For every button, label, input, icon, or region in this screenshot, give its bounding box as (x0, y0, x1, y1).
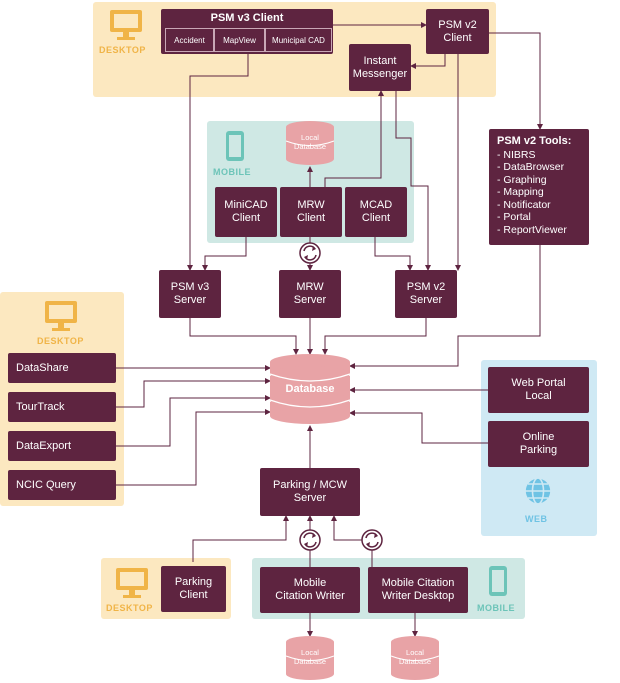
local-database-top-label: Local Database (293, 133, 327, 151)
tool-item: - Mapping (497, 186, 544, 198)
tool-item: - Portal (497, 211, 531, 223)
web-portal-local: Web Portal Local (488, 367, 589, 413)
sync-icon-mcw-desktop (361, 529, 383, 551)
mrw-client: MRW Client (280, 187, 342, 237)
parking-mcw-server: Parking / MCW Server (260, 468, 360, 516)
globe-icon (524, 477, 552, 505)
psm-v2-server: PSM v2 Server (395, 270, 457, 318)
tool-item: - DataBrowser (497, 161, 565, 173)
datashare-app: DataShare (8, 353, 116, 383)
tool-item: - NIBRS (497, 148, 536, 161)
instant-messenger: Instant Messenger (349, 44, 411, 91)
psm-v2-client: PSM v2 Client (426, 9, 489, 54)
database-label: Database (285, 383, 335, 395)
local-database-bl-label: Local Database (293, 648, 327, 666)
ncic-query-app: NCIC Query (8, 470, 116, 500)
desktop-tag-left: DESKTOP (37, 336, 84, 346)
tool-item: - ReportViewer (497, 223, 567, 236)
psm-v2-tools-title: PSM v2 Tools: (497, 135, 572, 147)
module-municipal-cad: Municipal CAD (265, 28, 332, 52)
mobile-tag-bottom: MOBILE (477, 603, 515, 613)
mrw-server: MRW Server (279, 270, 341, 318)
sync-icon-mcw (299, 529, 321, 551)
mcad-client: MCAD Client (345, 187, 407, 237)
dataexport-app: DataExport (8, 431, 116, 461)
online-parking: Online Parking (488, 421, 589, 467)
tool-item: - Notificator (497, 198, 551, 211)
phone-icon-bottom (489, 566, 507, 596)
monitor-icon-top (110, 10, 142, 40)
database-cylinder (270, 354, 350, 424)
minicad-client: MiniCAD Client (215, 187, 277, 237)
parking-client: Parking Client (161, 566, 226, 612)
desktop-tag-bottom: DESKTOP (106, 603, 153, 613)
web-tag: WEB (525, 514, 548, 524)
phone-icon-top (226, 131, 244, 161)
psm-v3-server: PSM v3 Server (159, 270, 221, 318)
tool-item: - Graphing (497, 173, 547, 186)
mobile-citation-writer: Mobile Citation Writer (260, 567, 360, 613)
monitor-icon-bottom (116, 568, 148, 598)
psm-v3-client-title: PSM v3 Client (210, 12, 284, 24)
mobile-tag-top: MOBILE (213, 167, 251, 177)
module-accident: Accident (165, 28, 214, 52)
sync-icon-mrw (299, 242, 321, 264)
psm-v2-tools: PSM v2 Tools: - NIBRS - DataBrowser - Gr… (489, 129, 589, 245)
monitor-icon-left (45, 301, 77, 331)
tourtrack-app: TourTrack (8, 392, 116, 422)
desktop-tag-top: DESKTOP (99, 45, 146, 55)
mobile-citation-writer-desktop: Mobile Citation Writer Desktop (368, 567, 468, 613)
local-database-br-label: Local Database (398, 648, 432, 666)
module-mapview: MapView (214, 28, 265, 52)
